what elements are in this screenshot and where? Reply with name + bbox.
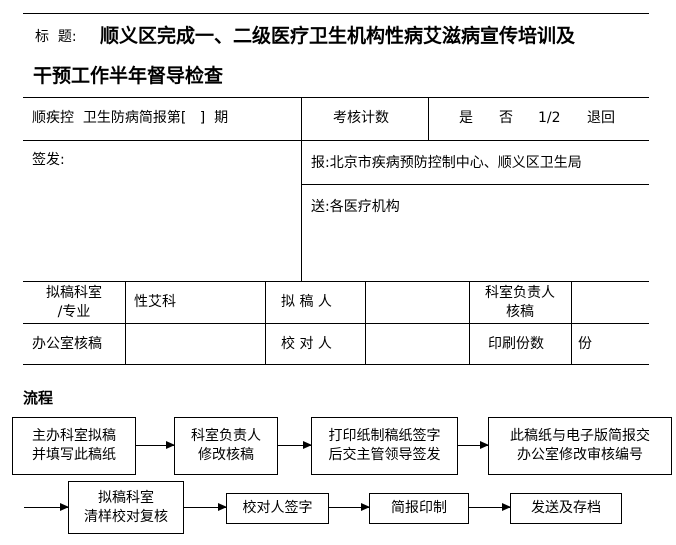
flow-step-4: 此稿纸与电子版简报交 办公室修改审核编号	[488, 417, 672, 475]
option-no[interactable]: 否	[499, 110, 513, 126]
copies-unit: 份	[578, 336, 592, 352]
grid-col-3	[365, 281, 366, 365]
flow-step-5: 拟稿科室 清样校对复核	[68, 481, 184, 534]
flow-step-6-line1: 校对人签字	[242, 500, 313, 516]
flow-heading: 流程	[23, 389, 54, 407]
grid-col-1	[125, 281, 126, 365]
flow-step-3-line2: 后交主管领导签发	[328, 447, 441, 463]
flow-step-2-line1: 科室负责人	[191, 428, 261, 444]
draft-dept-label-line2: /专业	[57, 304, 91, 320]
document-title-line-2: 干预工作半年督导检查	[33, 65, 224, 87]
flow-step-5-line2: 清样校对复核	[84, 508, 168, 525]
check-ratio: 1/2	[538, 110, 561, 126]
flow-step-3: 打印纸制稿纸签字 后交主管领导签发	[311, 417, 458, 475]
dept-head-label-line1: 科室负责人	[485, 285, 555, 301]
flow-arrow-2	[278, 441, 312, 449]
rule-sign-top	[23, 140, 649, 141]
divider-info-1	[301, 97, 302, 140]
divider-sign	[301, 140, 302, 281]
flow-step-1: 主办科室拟稿 并填写此稿纸	[12, 417, 136, 475]
flow-step-4-line1: 此稿纸与电子版简报交	[510, 428, 650, 444]
rule-form-bottom	[23, 364, 649, 365]
grid-col-4	[469, 281, 470, 365]
flow-step-1-line1: 主办科室拟稿	[32, 428, 116, 444]
send-recipients: 送:各医疗机构	[311, 199, 400, 215]
flow-step-6: 校对人签字	[226, 493, 329, 524]
flow-arrow-1	[136, 441, 175, 449]
flow-arrow-3	[458, 441, 489, 449]
option-yes[interactable]: 是	[459, 110, 473, 126]
flow-step-4-line2: 办公室修改审核编号	[517, 447, 643, 463]
document-title-line-1: 顺义区完成一、二级医疗卫生机构性病艾滋病宣传培训及	[100, 25, 576, 47]
report-recipients: 报:北京市疾病预防控制中心、顺义区卫生局	[311, 155, 582, 171]
print-count-label: 印刷份数	[488, 336, 544, 352]
bulletin-issue: 顺疾控 卫生防病简报第[ ] 期	[32, 110, 229, 126]
grid-col-2	[265, 281, 266, 365]
flow-step-2-line2: 修改核稿	[198, 447, 254, 463]
flow-step-2: 科室负责人 修改核稿	[174, 417, 278, 475]
flow-step-5-line1: 拟稿科室	[98, 489, 154, 506]
flow-step-7-line1: 简报印制	[391, 500, 447, 516]
check-count-label: 考核计数	[333, 110, 389, 126]
grid-col-5	[571, 281, 572, 365]
flow-arrow-5	[184, 503, 227, 511]
drafter-label: 拟 稿 人	[281, 294, 332, 310]
divider-info-2	[428, 97, 429, 140]
flow-arrow-6	[329, 503, 370, 511]
dept-head-label-line2: 核稿	[506, 304, 534, 320]
title-label: 标 题:	[35, 29, 77, 45]
proofreader-label: 校 对 人	[281, 336, 332, 352]
flow-step-8-line1: 发送及存档	[531, 500, 601, 516]
top-rule	[23, 13, 649, 14]
rule-info-top	[23, 97, 649, 98]
flow-arrow-7	[469, 503, 511, 511]
option-return[interactable]: 退回	[587, 110, 615, 126]
sign-label: 签发:	[32, 152, 65, 168]
draft-dept-value[interactable]: 性艾科	[134, 294, 176, 310]
flow-step-8: 发送及存档	[510, 493, 622, 524]
flow-step-3-line1: 打印纸制稿纸签字	[328, 428, 441, 444]
rule-form-mid	[23, 323, 649, 324]
rule-report-send	[301, 184, 649, 185]
flow-step-7: 简报印制	[369, 493, 469, 524]
draft-dept-label-line1: 拟稿科室	[46, 285, 102, 301]
rule-form-top	[23, 281, 649, 282]
flow-step-1-line2: 并填写此稿纸	[32, 447, 116, 463]
office-review-label: 办公室核稿	[32, 336, 102, 352]
flow-arrow-4	[24, 503, 69, 511]
